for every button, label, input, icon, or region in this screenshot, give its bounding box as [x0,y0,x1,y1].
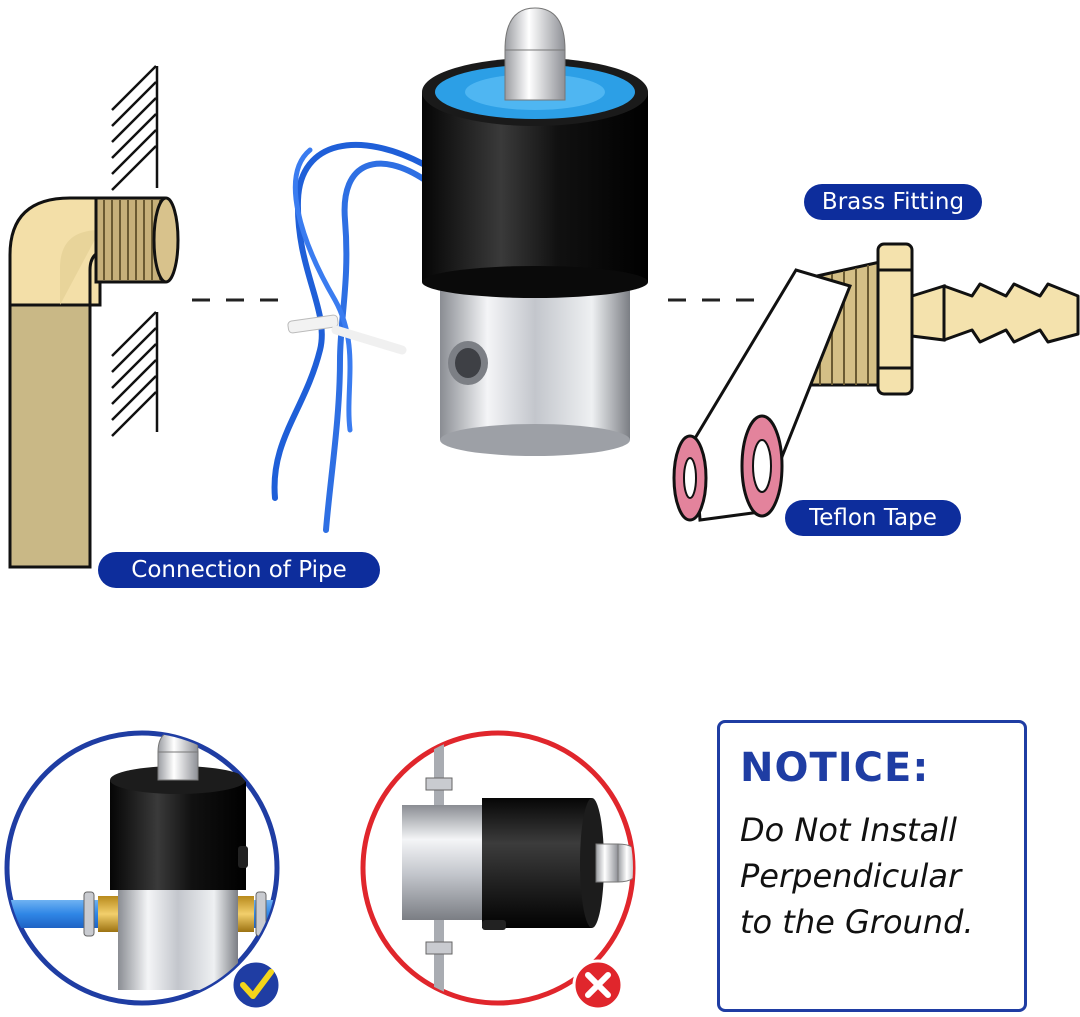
pipe-elbow [8,196,180,569]
checkmark-icon [230,959,282,1011]
solenoid-valve [271,7,648,533]
notice-title: NOTICE: [740,745,930,791]
x-mark-icon [572,959,624,1011]
connection-of-pipe-label: Connection of Pipe [98,552,380,588]
correct-orientation-example [4,730,282,1011]
wall-hatching-lower [111,311,159,437]
brass-fitting-label: Brass Fitting [804,184,982,220]
notice-line: Do Not Install [740,811,957,849]
notice-line: to the Ground. [740,903,974,941]
wall-hatching-upper [111,65,159,191]
notice-box: NOTICE: Do Not Install Perpendicular to … [717,720,1027,1012]
notice-line: Perpendicular [740,857,962,895]
teflon-tape [672,268,853,522]
wrong-orientation-example [360,730,636,1011]
teflon-tape-label: Teflon Tape [785,500,961,536]
blue-wire [271,141,428,501]
